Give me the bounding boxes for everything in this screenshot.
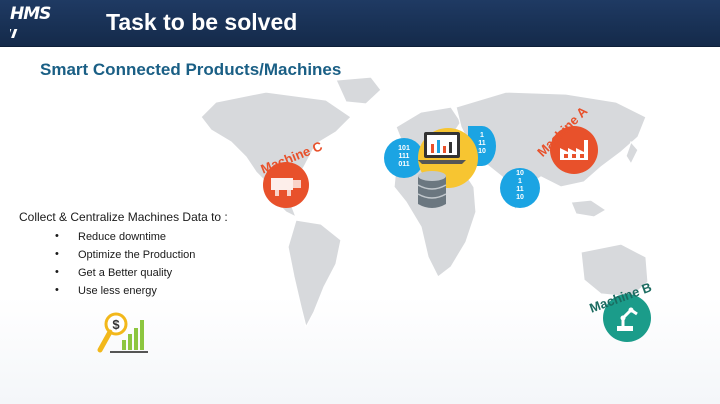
data-bubble-line: 111 (398, 153, 410, 160)
cloud-server-group (417, 128, 478, 208)
bullet-marker: • (55, 266, 59, 278)
machine-b-badge (603, 294, 651, 342)
bullet-marker: • (55, 248, 59, 260)
bullet-marker: • (55, 284, 59, 296)
section-subtitle: Smart Connected Products/Machines (40, 60, 342, 79)
list-item-text: Optimize the Production (78, 249, 196, 261)
list-item: • Get a Better quality (55, 266, 195, 285)
machine-c-badge (263, 162, 309, 208)
list-item-text: Get a Better quality (78, 267, 173, 279)
money-chart-icon: $ (97, 312, 148, 353)
page-title: Task to be solved (106, 9, 298, 35)
data-bubble-line: 101 (398, 145, 410, 152)
hms-logo (10, 29, 18, 38)
data-bubble-left: 101 111 011 (384, 138, 424, 178)
data-bubble-line: 11 (478, 140, 486, 147)
data-bubble-line: 10 (516, 170, 524, 177)
slide-header: HMS Task to be solved (0, 0, 720, 47)
machine-c-icon (271, 178, 301, 196)
list-item: • Optimize the Production (55, 248, 196, 267)
data-bubble-line: 1 (518, 178, 522, 185)
list-item: • Reduce downtime (55, 230, 195, 249)
list-item: • Use less energy (55, 284, 195, 303)
factory-icon (560, 140, 588, 160)
data-bubble-line: 1 (480, 132, 484, 139)
data-bubble-line: 10 (516, 194, 524, 201)
collect-heading: Collect & Centralize Machines Data to : (19, 210, 228, 224)
bullet-marker: • (55, 230, 59, 242)
machine-a-badge (550, 126, 598, 174)
data-bubble-line: 11 (516, 186, 524, 193)
database-icon (417, 171, 447, 208)
robot-arm-icon (617, 307, 638, 331)
data-bubble-line: 011 (398, 161, 410, 168)
laptop-chart-icon (418, 132, 466, 164)
data-bubble-right-bottom: 10 1 11 10 (500, 168, 540, 208)
svg-text:$: $ (112, 317, 120, 332)
list-item-text: Use less energy (78, 285, 157, 297)
logo-text: HMS (10, 4, 51, 24)
list-item-text: Reduce downtime (78, 231, 167, 243)
data-bubble-line: 10 (478, 148, 486, 155)
benefit-list: • Reduce downtime • Optimize the Productio… (55, 230, 196, 303)
